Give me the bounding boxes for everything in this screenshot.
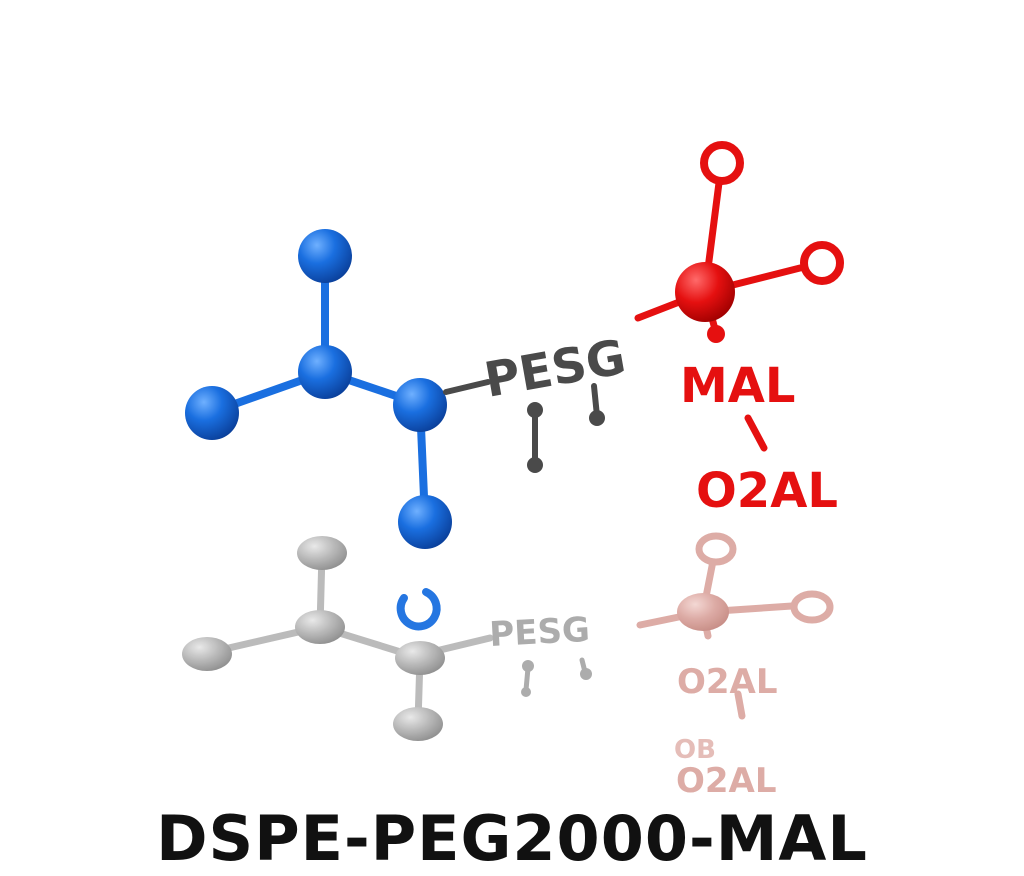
reflection-atom-center (295, 610, 345, 644)
reflection-peg-node-1a (522, 660, 534, 672)
mal-label: MAL (680, 358, 796, 414)
peg-label: PESG (480, 329, 630, 409)
atom-bottom (398, 495, 452, 549)
atom-junction (393, 378, 447, 432)
reflection-ob-label: OB (674, 735, 716, 765)
maleimide-group: MAL O2AL (634, 141, 844, 519)
reflection-bond-peg (436, 634, 494, 654)
reflection-atom-top (297, 536, 347, 570)
reflection: PESG O2AL OB O2AL (182, 532, 834, 801)
peg-linker: PESG (443, 329, 630, 473)
mal-bond-o2al (744, 414, 768, 452)
oxygen-ring-right (800, 241, 844, 285)
reflection-peg-node-1b (521, 687, 531, 697)
reflection-oxygen-ring-top (695, 532, 737, 566)
peg-bond-left (443, 379, 491, 395)
refresh-ring-icon (396, 588, 441, 631)
reflection-peg-label: PESG (488, 610, 591, 655)
reflection-atom-junction (395, 641, 445, 675)
reflection-atom-left (182, 637, 232, 671)
atom-central-red (675, 262, 735, 322)
peg-node-2 (589, 410, 605, 426)
reflection-atom-central-red (677, 593, 729, 631)
reflection-peg-node-2 (580, 668, 592, 680)
peg-node-1b (527, 457, 543, 473)
reflection-atom-bottom (393, 707, 443, 741)
molecule-name-caption: DSPE-PEG2000-MAL (156, 802, 868, 875)
atom-red-small (707, 325, 725, 343)
atom-center (298, 345, 352, 399)
reflection-o2al-label-2: O2AL (676, 761, 777, 801)
atom-left (185, 386, 239, 440)
reflection-mal-bond-o2al (734, 690, 746, 720)
o2al-label: O2AL (696, 463, 838, 519)
atom-top (298, 229, 352, 283)
reflection-o2al-label: O2AL (677, 662, 778, 702)
lipid-atoms (185, 229, 452, 549)
reflection-oxygen-ring-right (790, 590, 834, 624)
oxygen-ring-top (700, 141, 744, 185)
peg-node-1a (527, 402, 543, 418)
